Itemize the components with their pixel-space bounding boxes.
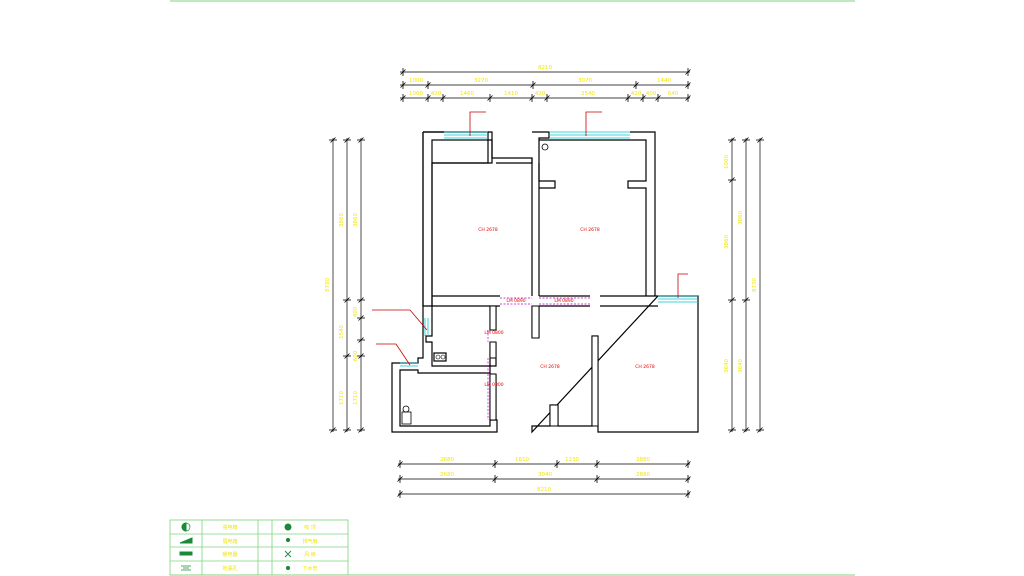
dim-top-row2-9: 640 <box>668 91 679 97</box>
dim-left-6: 1710 <box>339 391 345 405</box>
dim-bottom-row1-2: 1810 <box>515 457 529 463</box>
dim-top-row2-6: 2540 <box>581 91 595 97</box>
dim-bottom-row2-1: 2680 <box>440 472 454 478</box>
dim-left-5: 600 <box>353 350 359 361</box>
legend-label2-4: 下水管 <box>302 565 317 572</box>
legend-label2-2: 排气扇 <box>302 538 317 545</box>
legend-label2-1: 吸 顶 <box>304 525 316 531</box>
dim-right-3: 3860 <box>724 235 730 249</box>
dim-left-4: 400 <box>353 306 359 317</box>
dim-top-row1-1: 1000 <box>409 78 423 84</box>
legend-label2-3: 风 扇 <box>304 551 316 558</box>
small-dot-icon <box>285 537 291 543</box>
windows <box>400 131 698 367</box>
dim-top-row2-5: 420 <box>535 91 546 97</box>
legend-label-1: 强电箱 <box>222 524 237 531</box>
door-label-3: LM 0800 <box>484 330 503 336</box>
dim-left-total: 8730 <box>325 278 331 292</box>
dim-top-row1-3: 3070 <box>578 78 592 84</box>
dim-bottom-total: 8210 <box>537 487 551 493</box>
dim-right-total: 8730 <box>752 278 758 292</box>
dim-top-row2-1: 1000 <box>409 91 423 97</box>
dim-top-row2-3: 1460 <box>460 91 474 97</box>
stove-icon <box>435 354 446 360</box>
filled-dot-icon <box>284 523 292 531</box>
doors <box>487 297 590 420</box>
bottom-dimensions <box>397 460 691 498</box>
bar-icon <box>179 551 193 556</box>
room-label-b: CH 2678 <box>580 227 600 233</box>
legend-table <box>169 519 349 576</box>
room-label-a: CH 2678 <box>478 227 498 233</box>
vent-icon <box>181 565 191 571</box>
wall-fills <box>489 305 599 427</box>
door-label-4: LM 0800 <box>484 382 503 388</box>
dim-right-4: 3640 <box>724 359 730 373</box>
fan-icon <box>284 550 292 558</box>
dim-top-row2-4: 1410 <box>504 91 518 97</box>
legend-icons <box>179 522 292 571</box>
dim-left-2: 3860 <box>353 213 359 227</box>
top-dimensions <box>400 68 691 102</box>
dim-right-1: 1000 <box>724 155 730 169</box>
dim-bottom-row2-2: 3040 <box>538 472 552 478</box>
left-dimensions <box>329 137 365 433</box>
toilet-icon <box>401 405 412 425</box>
dim-right-2: 3860 <box>738 211 744 225</box>
small-dot-icon <box>285 565 291 571</box>
dim-bottom-row1-3: 1230 <box>565 457 579 463</box>
dim-top-row1-2: 3270 <box>474 78 488 84</box>
dim-top-row2-8: 400 <box>646 91 657 97</box>
room-label-d: CH 2678 <box>635 364 655 370</box>
dim-top-row1-4: 1440 <box>657 78 671 84</box>
dim-top-row2-7: 420 <box>631 91 642 97</box>
room-label-c: CH 2678 <box>540 364 560 370</box>
dim-right-5: 3640 <box>738 359 744 373</box>
door-label-2: LM 0890 <box>554 298 573 304</box>
dim-top-total: 8210 <box>538 65 552 71</box>
walls <box>391 131 699 434</box>
leader-lines <box>372 111 688 366</box>
door-label-1: LM 0890 <box>506 298 525 304</box>
wedge-icon <box>179 537 193 544</box>
right-dimensions <box>728 137 764 433</box>
dim-bottom-row1-1: 2680 <box>440 457 454 463</box>
legend-label-4: 地漏孔 <box>222 565 237 572</box>
dim-bottom-row1-4: 2880 <box>636 457 650 463</box>
dim-left-3: 1540 <box>339 325 345 339</box>
half-circle-icon <box>181 522 187 532</box>
legend-label-2: 弱电箱 <box>222 538 237 545</box>
dim-bottom-row2-3: 2880 <box>636 472 650 478</box>
dim-left-7: 1710 <box>353 391 359 405</box>
dim-left-1: 3860 <box>339 213 345 227</box>
dim-top-row2-2: 420 <box>431 91 442 97</box>
drain-icon <box>541 143 549 151</box>
legend-label-3: 暖电器 <box>222 551 237 558</box>
